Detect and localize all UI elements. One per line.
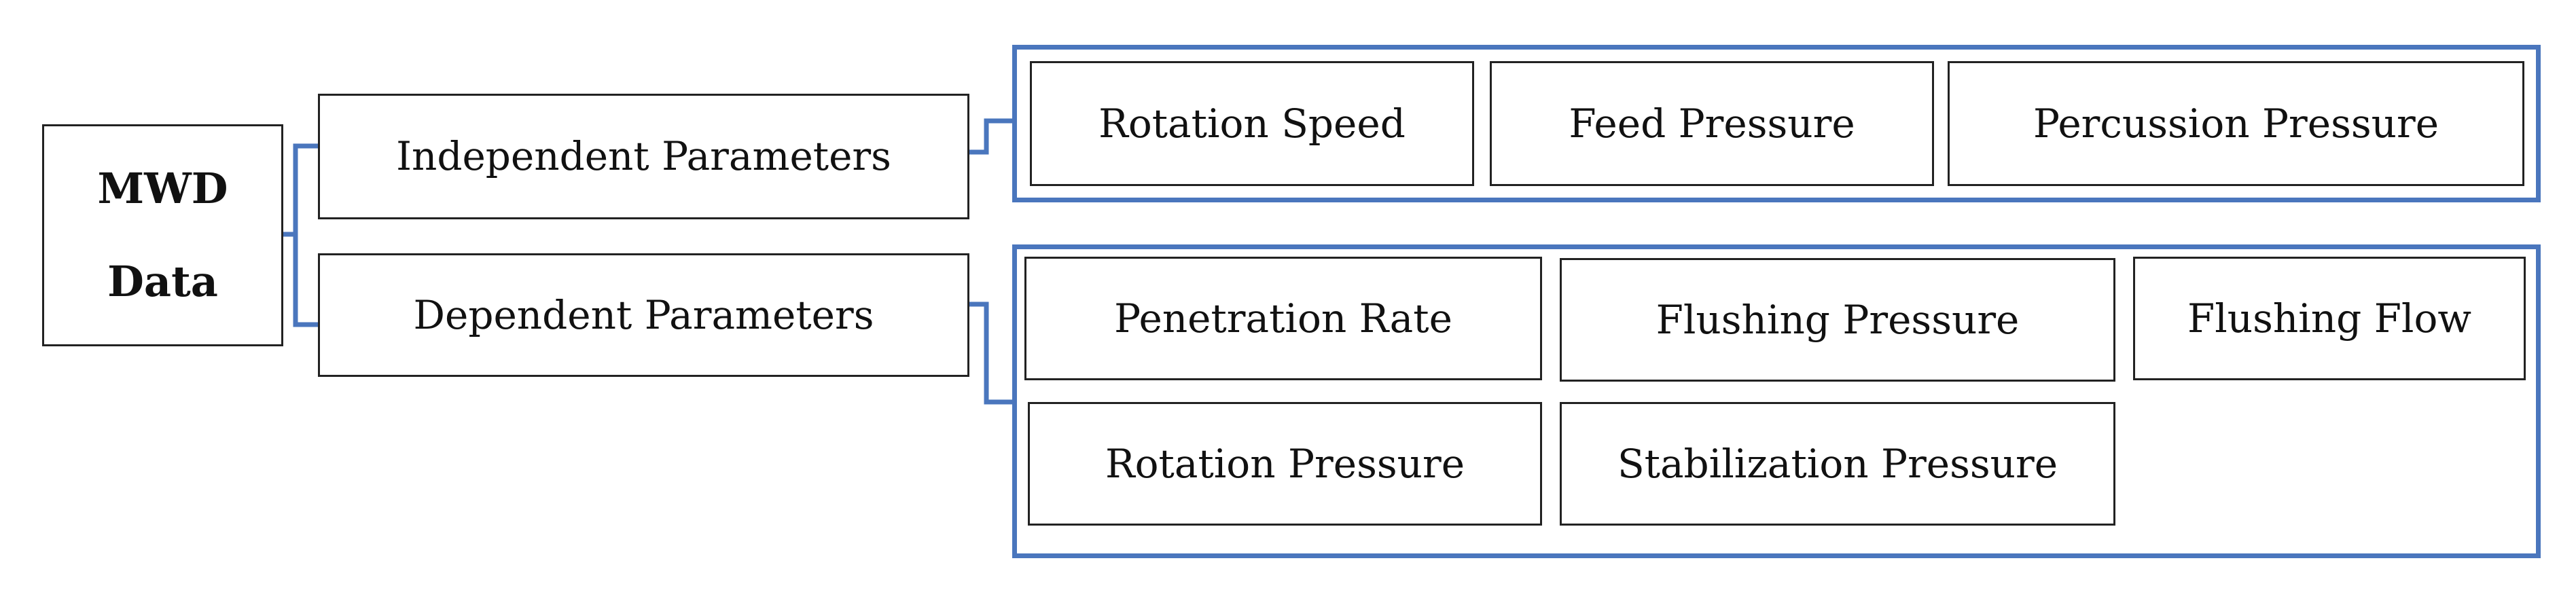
dependent-group-connector [969, 302, 1012, 405]
penetration-rate-box: Penetration Rate [1024, 257, 1542, 380]
independent-parameters-label: Independent Parameters [396, 133, 891, 180]
root-branch-connector [293, 143, 318, 327]
flushing-flow-box: Flushing Flow [2133, 257, 2526, 380]
feed-pressure-label: Feed Pressure [1569, 100, 1855, 147]
independent-parameters-box: Independent Parameters [318, 94, 969, 219]
percussion-pressure-label: Percussion Pressure [2033, 100, 2439, 147]
dependent-parameters-label: Dependent Parameters [413, 291, 874, 338]
stabilization-pressure-box: Stabilization Pressure [1560, 402, 2115, 526]
root-label-line1: MWD [97, 164, 228, 214]
stabilization-pressure-label: Stabilization Pressure [1617, 440, 2058, 487]
dependent-parameters-group [1012, 244, 2541, 558]
dependent-parameters-box: Dependent Parameters [318, 253, 969, 377]
flushing-flow-label: Flushing Flow [2187, 295, 2472, 342]
independent-parameters-group [1012, 45, 2541, 202]
root-label-line2: Data [107, 256, 218, 306]
feed-pressure-box: Feed Pressure [1490, 61, 1934, 186]
penetration-rate-label: Penetration Rate [1114, 295, 1452, 342]
independent-group-connector [969, 118, 1012, 155]
rotation-pressure-label: Rotation Pressure [1105, 440, 1465, 487]
rotation-speed-box: Rotation Speed [1030, 61, 1474, 186]
rotation-pressure-box: Rotation Pressure [1028, 402, 1542, 526]
flushing-pressure-label: Flushing Pressure [1656, 296, 2020, 343]
mwd-data-root: MWD Data [42, 124, 283, 346]
flushing-pressure-box: Flushing Pressure [1560, 258, 2115, 382]
percussion-pressure-box: Percussion Pressure [1948, 61, 2524, 186]
rotation-speed-label: Rotation Speed [1098, 100, 1406, 147]
